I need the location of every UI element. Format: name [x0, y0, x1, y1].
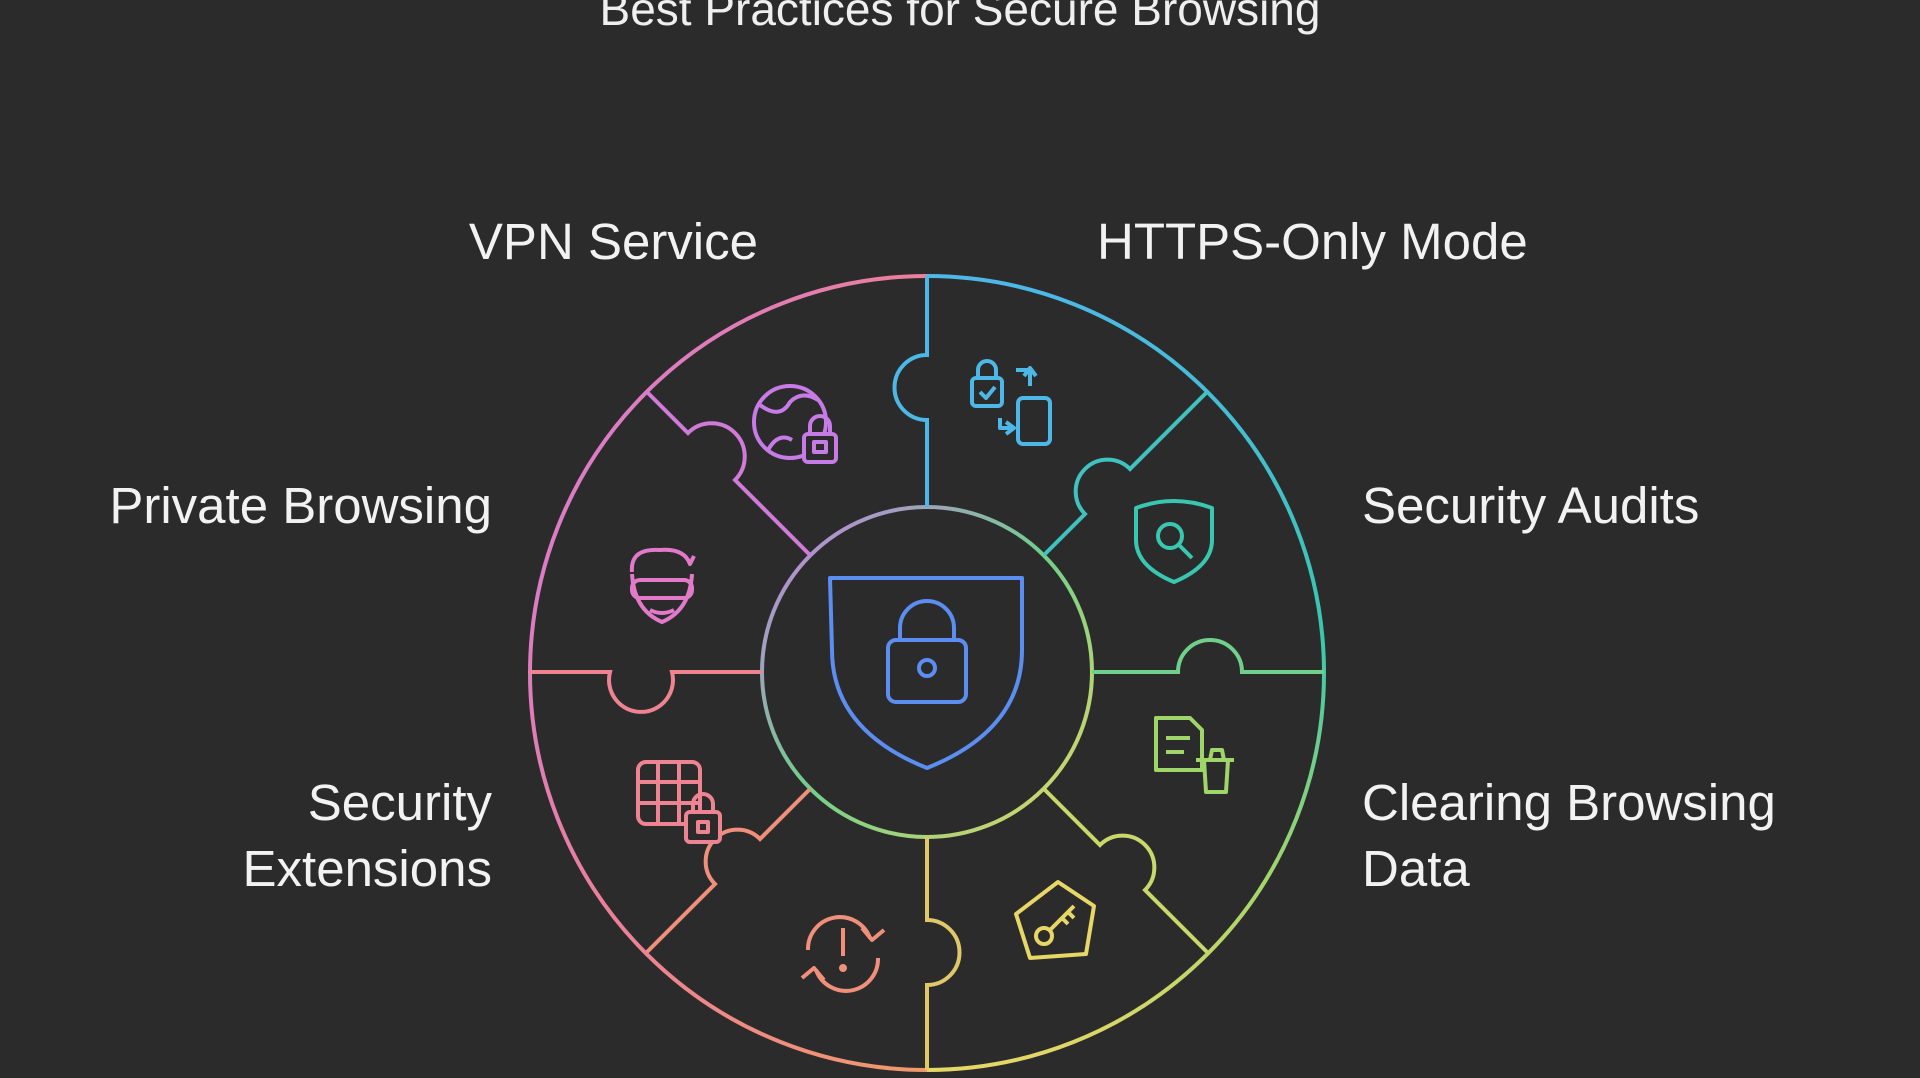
- spoke-bottom: [925, 837, 962, 1070]
- spoke-top: [892, 276, 929, 507]
- label-security-audits: Security Audits: [1362, 477, 1700, 534]
- lock-phone-sync-icon: [970, 359, 1052, 446]
- globe-lock-icon: [752, 384, 838, 464]
- label-private-browsing: Private Browsing: [109, 477, 492, 534]
- incognito-face-icon: [629, 547, 696, 624]
- label-clearing-browsing-data: Clearing Browsing Data: [1362, 770, 1776, 902]
- label-vpn-service: VPN Service: [468, 213, 758, 270]
- label-clearing-browsing-data-line2: Data: [1362, 840, 1470, 897]
- label-https-only-mode: HTTPS-Only Mode: [1097, 213, 1528, 270]
- label-security-extensions-line2: Extensions: [242, 840, 492, 897]
- label-security-extensions: Security Extensions: [40, 770, 492, 902]
- spoke-right: [1092, 638, 1324, 674]
- shield-search-icon: [1134, 499, 1214, 584]
- alert-refresh-icon: [800, 915, 886, 993]
- spoke-left: [530, 670, 762, 714]
- key-pentagon-icon: [1014, 880, 1096, 960]
- grid-lock-icon: [636, 760, 722, 844]
- inner-circle: [760, 505, 1094, 839]
- spoke-upper-left: [645, 390, 812, 557]
- document-trash-icon: [1154, 716, 1234, 794]
- page-title: Best Practices for Secure Browsing: [599, 0, 1321, 35]
- label-clearing-browsing-data-line1: Clearing Browsing: [1362, 774, 1776, 831]
- shield-lock-icon: [828, 576, 1024, 770]
- label-security-extensions-line1: Security: [307, 774, 492, 831]
- spoke-lower-right: [1042, 787, 1209, 954]
- spoke-lower-left: [645, 787, 812, 954]
- spoke-upper-right: [1042, 390, 1209, 557]
